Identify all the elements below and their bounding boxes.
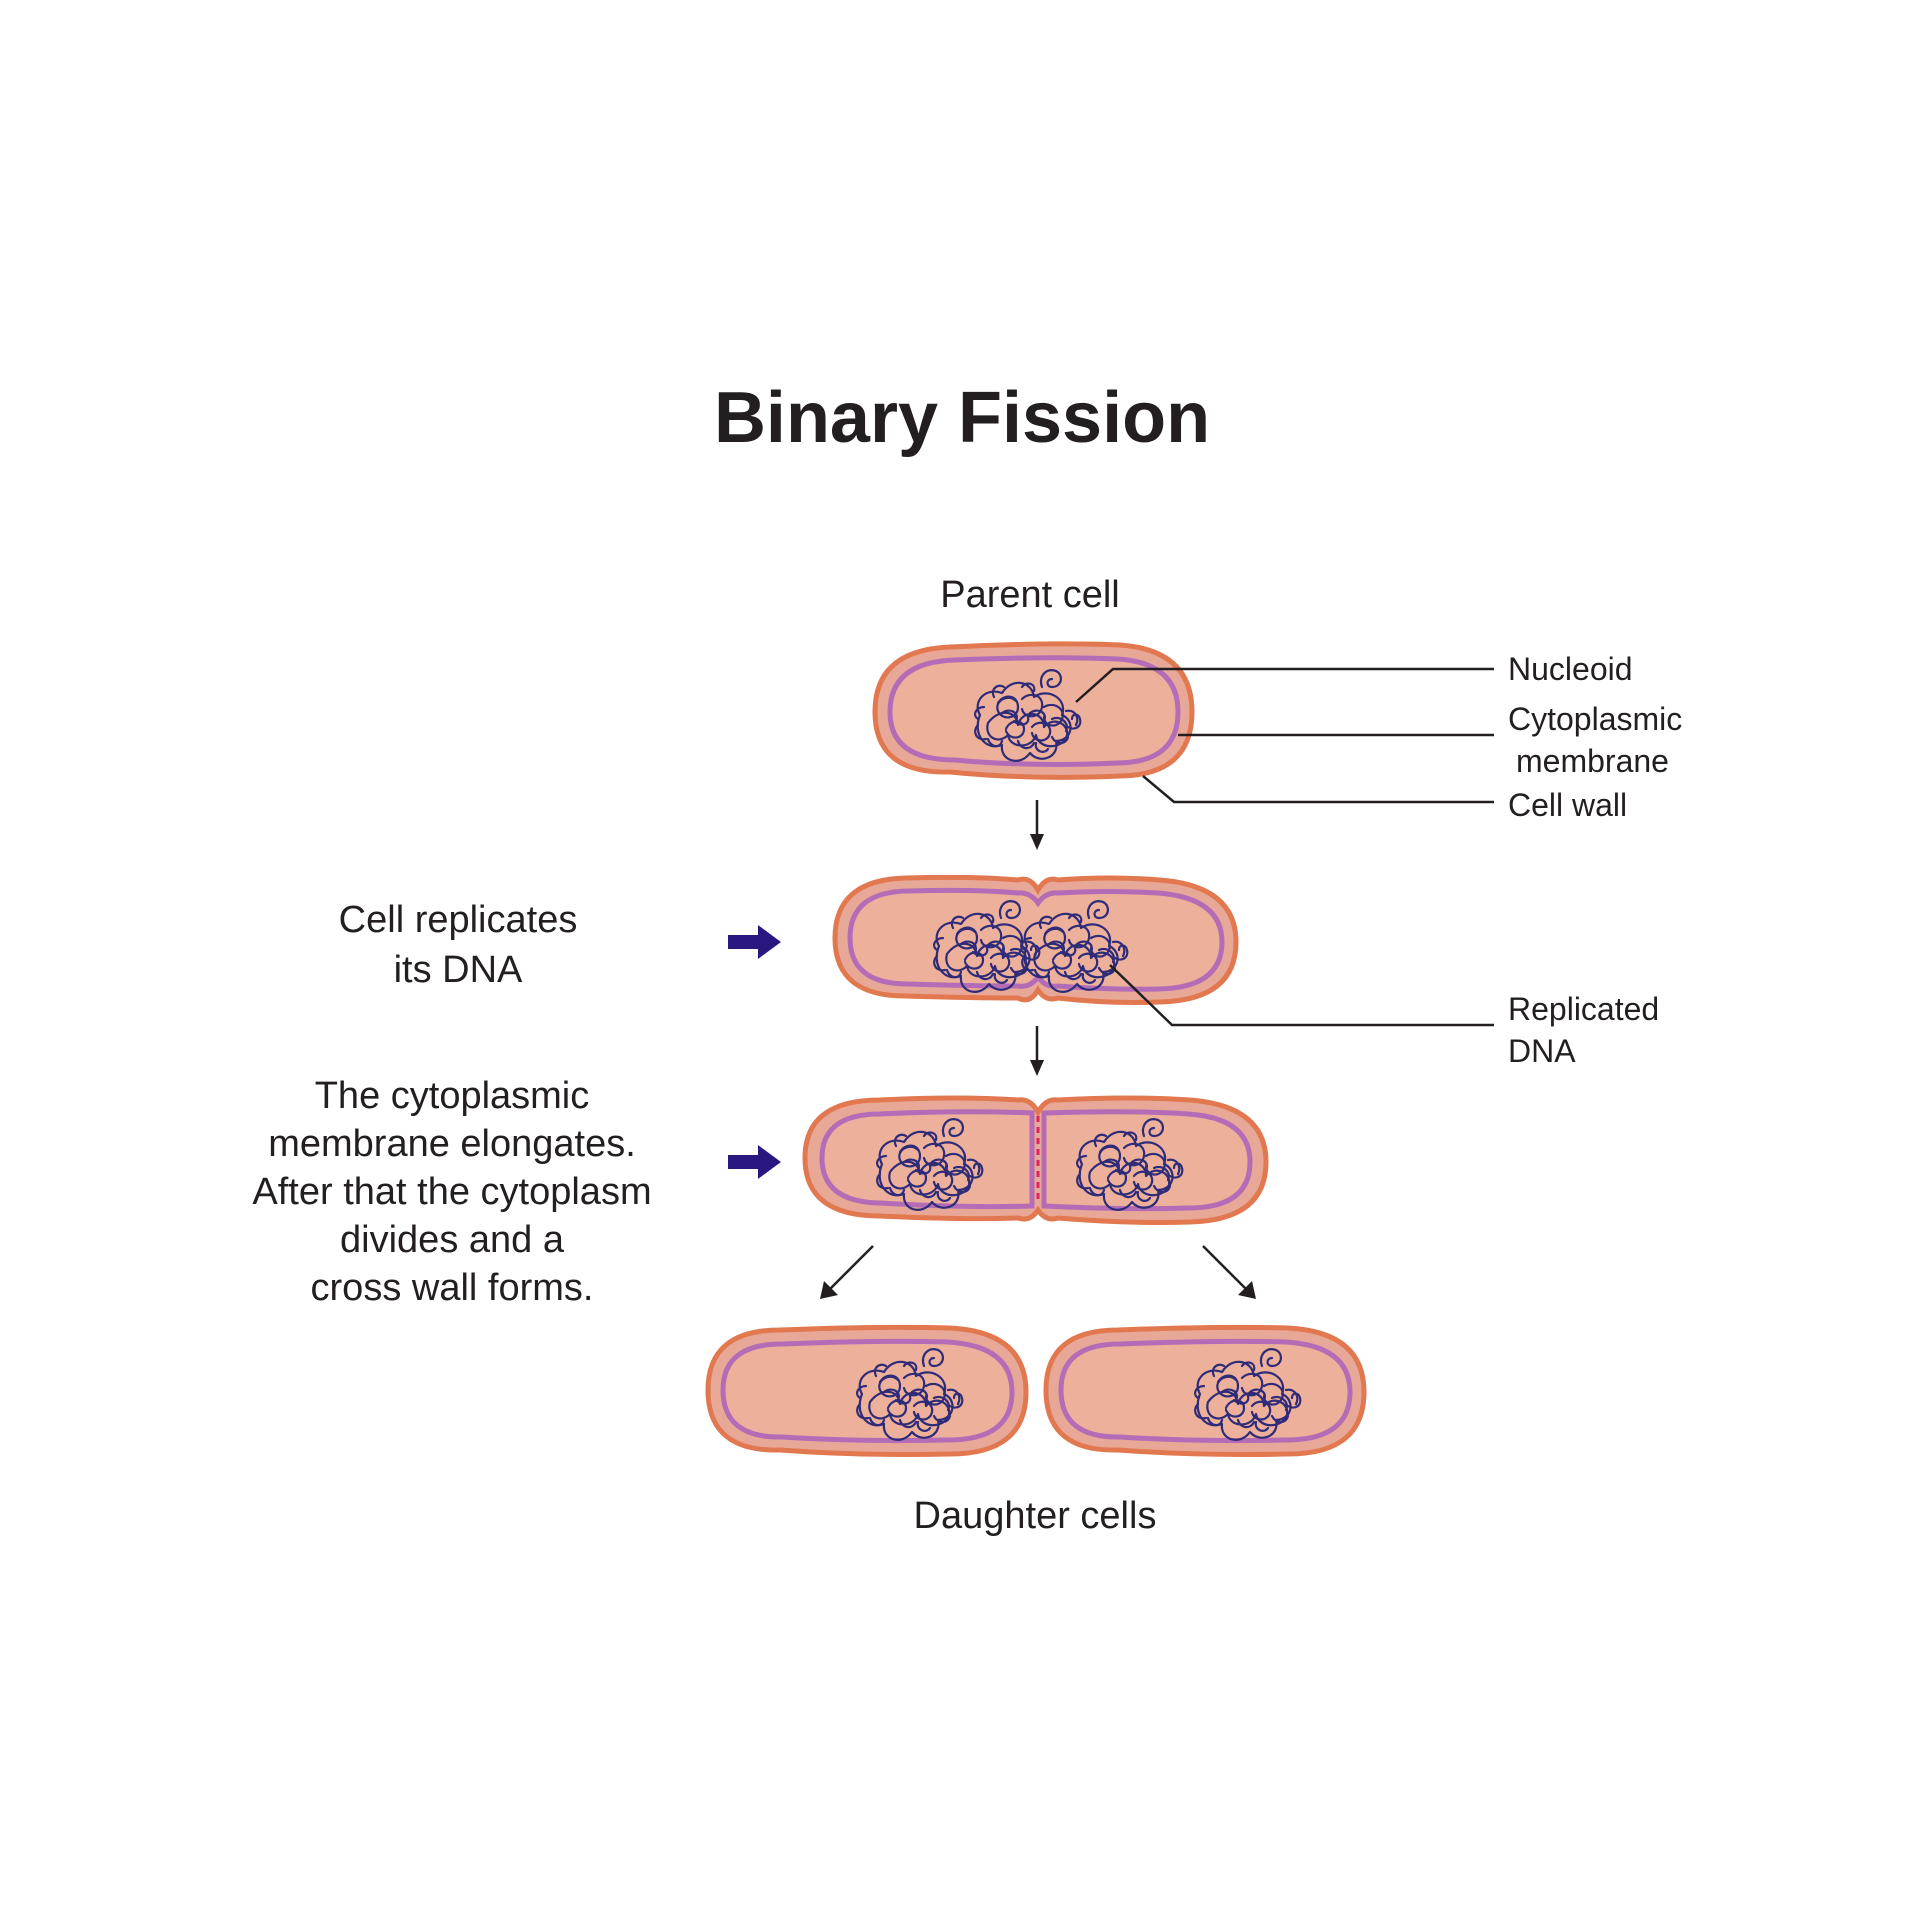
membrane-label-line2: membrane [1516, 743, 1669, 779]
step-2-line-5: cross wall forms. [311, 1267, 594, 1309]
down-right-arrow-icon [1202, 1245, 1256, 1299]
cytoplasmic-membrane [847, 887, 1225, 992]
thick-right-arrow-icon [728, 925, 781, 959]
page-title: Binary Fission [714, 378, 1210, 458]
down-arrow-icon [1030, 800, 1044, 850]
cytoplasmic-membrane-left [819, 1109, 1035, 1210]
parent-cell [872, 641, 1195, 780]
cell-wall-label: Cell wall [1508, 787, 1627, 823]
step-2-line-1: The cytoplasmic [315, 1075, 590, 1117]
daughter-cells-label: Daughter cells [914, 1495, 1157, 1537]
replicated-dna-label-line1: Replicated [1508, 991, 1659, 1027]
down-left-arrow-icon [820, 1245, 874, 1299]
membrane-label-line1: Cytoplasmic [1508, 701, 1682, 737]
step-2-text: The cytoplasmic membrane elongates. Afte… [252, 1075, 651, 1309]
nucleoid-label: Nucleoid [1508, 651, 1633, 687]
dividing-cell [802, 1095, 1269, 1225]
step-2-line-4: divides and a [340, 1219, 565, 1261]
replicated-dna-label-line2: DNA [1508, 1033, 1576, 1069]
step-2-line-3: After that the cytoplasm [252, 1171, 651, 1213]
replicated-dna-leader-line [1109, 964, 1494, 1027]
step-1-text: Cell replicates its DNA [339, 899, 578, 991]
step-1-line-2: its DNA [394, 949, 523, 991]
daughter-cell-right [1043, 1324, 1367, 1457]
cytoplasmic-membrane [720, 1338, 1015, 1444]
cytoplasmic-membrane [1058, 1338, 1353, 1444]
cytoplasmic-membrane-right [1041, 1109, 1253, 1212]
step-1-line-1: Cell replicates [339, 899, 578, 941]
cell-wall-leader-line [1142, 775, 1494, 804]
replicating-cell [832, 874, 1239, 1005]
daughter-cell-left [705, 1324, 1029, 1457]
step-2-line-2: membrane elongates. [268, 1123, 636, 1165]
parent-cell-label: Parent cell [940, 574, 1120, 616]
thick-right-arrow-icon [728, 1145, 781, 1179]
nucleoid-leader-line [1075, 667, 1494, 703]
down-arrow-icon [1030, 1026, 1044, 1076]
